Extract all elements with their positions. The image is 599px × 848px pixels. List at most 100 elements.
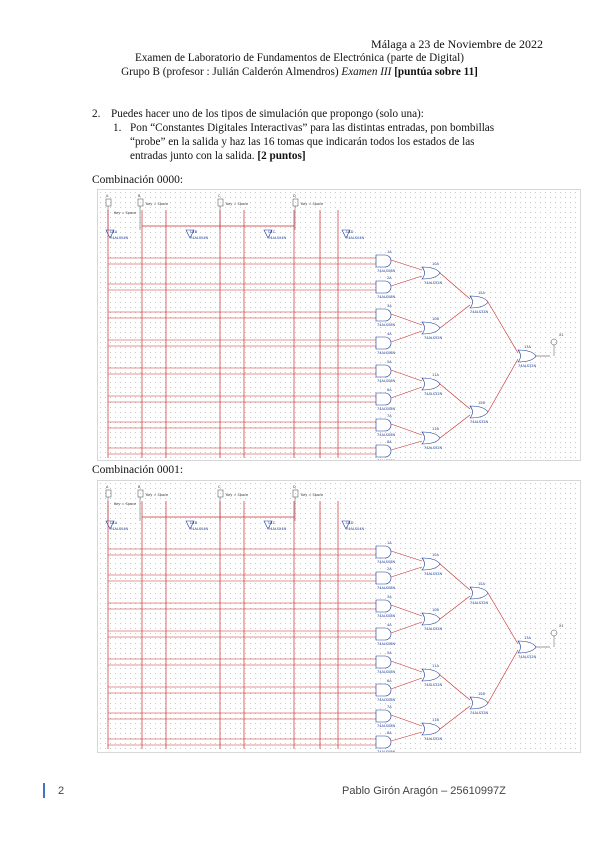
- and-gate-label: 8A: [387, 731, 392, 735]
- and-gate-icon: [375, 308, 392, 322]
- not-gate-icon: [263, 229, 273, 239]
- or-gate-icon: [421, 722, 441, 736]
- and-gate-part: 74ALS08N: [377, 295, 395, 299]
- and-gate-part: 74ALS08N: [377, 323, 395, 327]
- or-gate-part: 74ALS32N: [424, 683, 442, 687]
- page-number-bar: [43, 783, 45, 798]
- and-gate-part: 74ALS08N: [377, 560, 395, 564]
- or-gate-icon: [469, 295, 489, 309]
- group-text: Grupo B (profesor : Julián Calderón Alme…: [121, 66, 342, 78]
- and-gate-part: 74ALS08N: [377, 698, 395, 702]
- input-label: C: [218, 194, 221, 198]
- input-switch-icon: [217, 198, 224, 207]
- and-gate-icon: [375, 709, 392, 723]
- exam-title: Examen de Laboratorio de Fundamentos de …: [135, 52, 464, 64]
- or-gate-part: 74ALS32N: [518, 655, 536, 659]
- input-key-label: Key = Space: [114, 502, 136, 506]
- or-gate-label: 11A: [432, 373, 439, 377]
- or-gate-label: 13A: [524, 345, 531, 349]
- gate-wire: [390, 714, 423, 727]
- input-switch-icon: [137, 489, 144, 498]
- or-gate-icon: [421, 266, 441, 280]
- gate-wire: [390, 423, 423, 436]
- or-gate-label: 10B: [432, 317, 439, 321]
- and-gate-part: 74ALS08N: [377, 642, 395, 646]
- subitem-line-1: Pon “Constantes Digitales Interactivas” …: [130, 122, 495, 134]
- and-gate-label: 5A: [387, 360, 392, 364]
- and-gate-part: 74ALS08N: [377, 750, 395, 752]
- not-gate-label: U1B: [190, 521, 198, 525]
- gate-wire: [439, 674, 471, 701]
- or-gate-label: 11B: [432, 718, 439, 722]
- and-gate-icon: [375, 444, 392, 458]
- not-gate-label: U1A: [110, 521, 118, 525]
- or-gate-icon: [421, 612, 441, 626]
- gate-wire: [487, 649, 519, 704]
- and-gate-label: 2A: [387, 276, 392, 280]
- input-switch-icon: [217, 489, 224, 498]
- or-gate-label: 10A: [432, 553, 439, 557]
- and-gate-icon: [375, 418, 392, 432]
- author-footer: Pablo Girón Aragón – 25610997Z: [342, 785, 506, 797]
- or-gate-label: 12B: [478, 401, 485, 405]
- input-key-label: Key = Space: [146, 493, 168, 497]
- subitem-line-3-text: entradas junto con la salida.: [130, 150, 258, 162]
- or-gate-label: 11A: [432, 664, 439, 668]
- and-gate-icon: [375, 627, 392, 641]
- gate-wire: [390, 259, 423, 271]
- and-gate-icon: [375, 571, 392, 585]
- and-gate-label: 3A: [387, 595, 392, 599]
- gate-wire: [390, 550, 423, 562]
- and-gate-label: 6A: [387, 388, 392, 392]
- or-gate-icon: [421, 668, 441, 682]
- not-gate-part: 74ALS04N: [346, 236, 364, 240]
- or-gate-label: 12A: [478, 582, 485, 586]
- and-gate-label: 7A: [387, 414, 392, 418]
- or-gate-label: 10B: [432, 608, 439, 612]
- or-gate-icon: [421, 431, 441, 445]
- not-gate-part: 74ALS04N: [110, 236, 128, 240]
- gate-wire: [487, 358, 519, 413]
- probe-label: X1: [559, 624, 564, 628]
- and-gate-part: 74ALS08N: [377, 407, 395, 411]
- gate-wire: [390, 604, 423, 617]
- input-switch-icon: [105, 489, 112, 498]
- and-gate-label: 2A: [387, 567, 392, 571]
- input-key-label: Key = Space: [301, 202, 323, 206]
- and-gate-icon: [375, 336, 392, 350]
- and-gate-icon: [375, 392, 392, 406]
- gate-wire: [390, 313, 423, 326]
- and-gate-icon: [375, 599, 392, 613]
- gate-wire: [439, 563, 471, 591]
- or-gate-icon: [469, 696, 489, 710]
- gate-wire: [439, 383, 471, 410]
- input-label: B: [138, 485, 141, 489]
- gate-wire: [390, 369, 423, 382]
- probe-icon: [550, 338, 558, 346]
- or-gate-part: 74ALS32N: [424, 336, 442, 340]
- exam-number: Examen III: [341, 66, 395, 78]
- or-gate-icon: [469, 586, 489, 600]
- or-gate-label: 12A: [478, 291, 485, 295]
- or-gate-label: 12B: [478, 692, 485, 696]
- and-gate-icon: [375, 364, 392, 378]
- or-gate-icon: [517, 640, 537, 654]
- gate-wire: [390, 677, 423, 690]
- gate-wire: [390, 386, 423, 399]
- gate-wire: [390, 621, 423, 634]
- or-gate-icon: [421, 557, 441, 571]
- input-key-label: Key = Space: [226, 202, 248, 206]
- subitem-line-3: entradas junto con la salida. [2 puntos]: [130, 149, 306, 163]
- input-label: A: [106, 194, 109, 198]
- input-switch-icon: [137, 198, 144, 207]
- not-gate-part: 74ALS04N: [346, 527, 364, 531]
- and-gate-icon: [375, 545, 392, 559]
- input-key-label: Key = Space: [226, 493, 248, 497]
- not-gate-label: U1A: [110, 230, 118, 234]
- or-gate-part: 74ALS32N: [470, 310, 488, 314]
- and-gate-label: 4A: [387, 623, 392, 627]
- score-note: [puntúa sobre 11]: [394, 66, 478, 78]
